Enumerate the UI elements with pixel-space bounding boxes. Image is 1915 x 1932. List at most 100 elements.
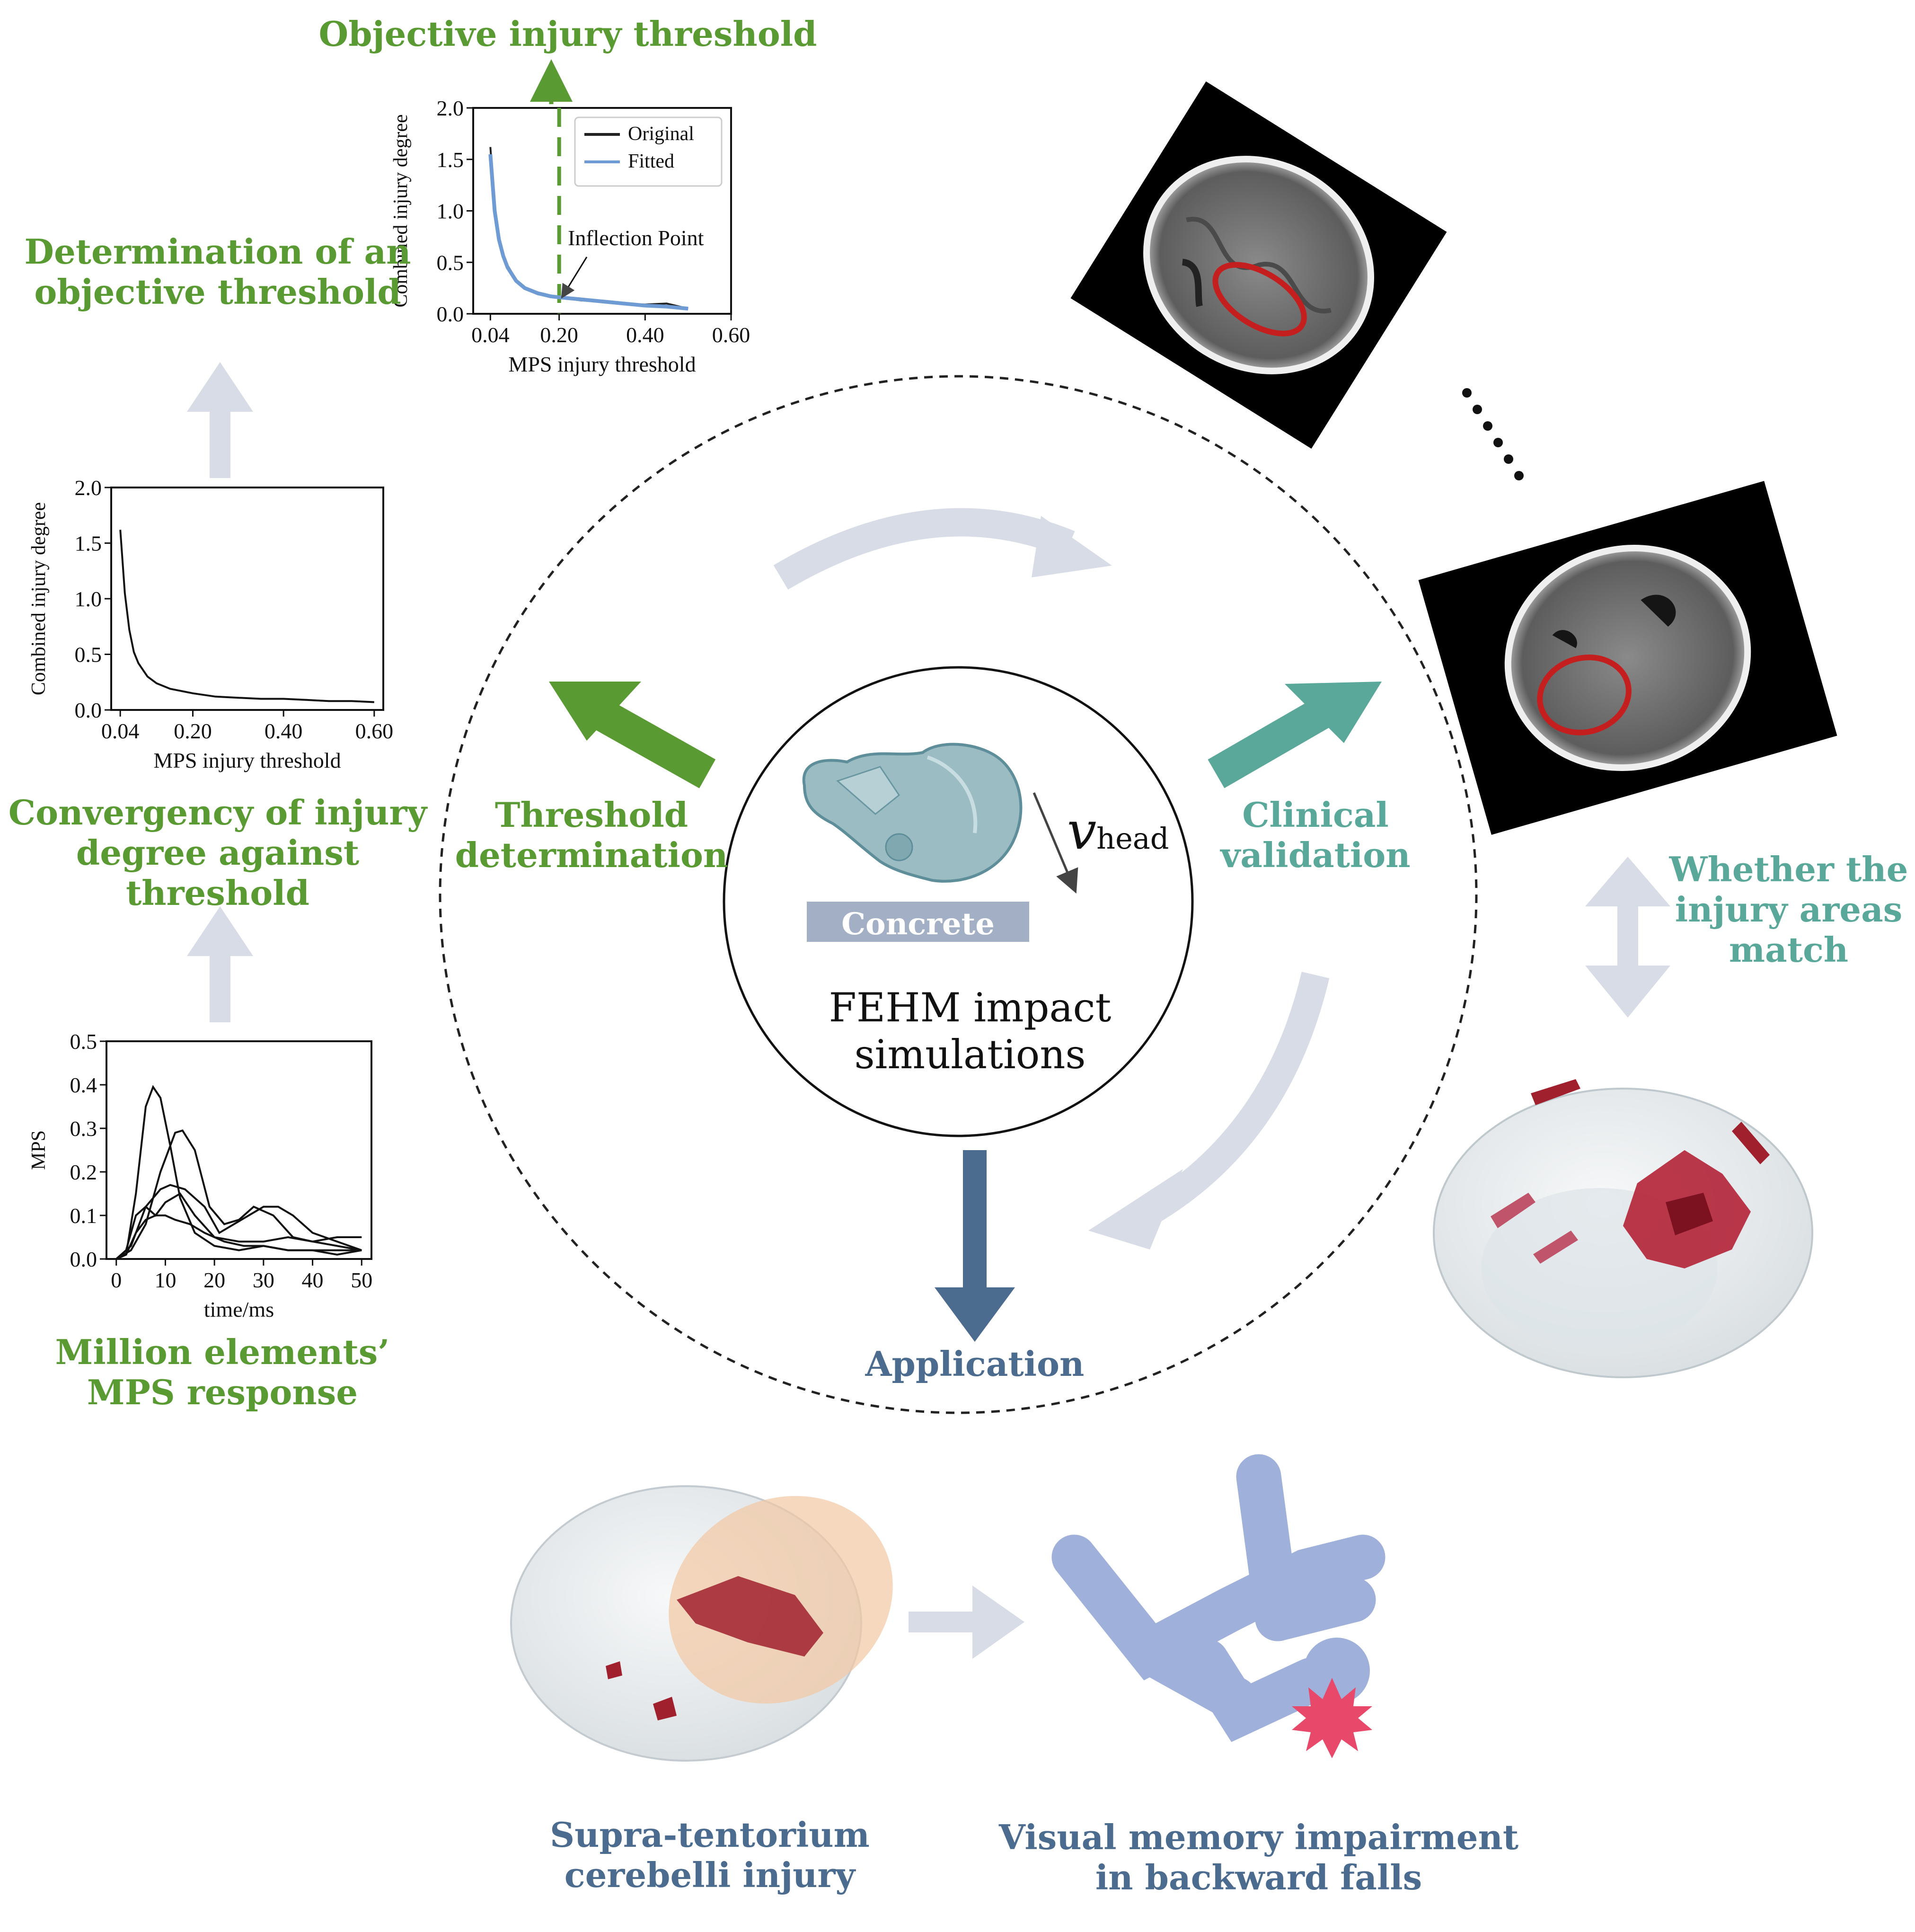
y-tick-label: 0.5	[70, 1029, 97, 1054]
y-tick-label: 0.5	[437, 250, 464, 275]
application-arrow	[935, 1150, 1015, 1342]
impact-star-icon	[1292, 1678, 1372, 1758]
y-tick-label: 0.0	[70, 1247, 97, 1271]
x-tick-label: 50	[351, 1268, 372, 1292]
inflection-point-annotation: Inflection Point	[568, 226, 704, 250]
clinical-line-2: validation	[1220, 834, 1411, 875]
x-tick-label: 10	[154, 1268, 176, 1292]
fehm-simulation-label: FEHM impact simulations	[800, 984, 1140, 1078]
x-tick-label: 0.20	[540, 323, 578, 347]
x-axis-label: MPS injury threshold	[508, 352, 696, 376]
up-arrow-lower	[187, 906, 253, 1022]
x-tick-label: 40	[302, 1268, 324, 1292]
x-tick-label: 0.60	[355, 719, 394, 743]
match-line-2: injury areas	[1675, 889, 1903, 930]
cycle-arrow-top	[773, 508, 1112, 590]
concrete-label: Concrete	[841, 906, 995, 942]
series-line-2	[115, 1184, 362, 1260]
convergency-line-2: degree against threshold	[76, 832, 360, 913]
supra-line-1: Supra-tentorium	[550, 1815, 870, 1855]
fehm-line-1: FEHM impact	[829, 984, 1112, 1031]
up-arrow-upper	[187, 362, 253, 478]
y-axis-label: Combined injury degree	[28, 502, 50, 695]
velocity-arrow	[1033, 792, 1078, 894]
y-tick-label: 0.0	[437, 302, 464, 326]
legend-entry: Original	[628, 123, 694, 145]
velocity-subscript: head	[1096, 821, 1169, 856]
brain-injury-model	[1433, 1079, 1813, 1378]
x-tick-label: 0.40	[626, 323, 664, 347]
concrete-block	[807, 902, 1029, 942]
velocity-label: vhead	[1067, 805, 1169, 857]
ct-scan-lower	[1418, 481, 1837, 835]
y-tick-label: 2.0	[437, 96, 464, 120]
match-line-3: match	[1729, 929, 1849, 970]
threshold-det-line-1: Threshold	[494, 795, 688, 835]
cycle-dashed-circle	[439, 375, 1478, 1414]
y-tick-label: 1.5	[437, 148, 464, 172]
y-tick-label: 1.5	[75, 532, 102, 556]
legend-entry: Fitted	[628, 151, 674, 172]
clinical-line-1: Clinical	[1242, 795, 1389, 835]
threshold-det-line-2: determination	[455, 834, 728, 875]
annotation-arrow	[561, 257, 588, 299]
series-line-4	[115, 1214, 362, 1260]
y-tick-label: 1.0	[437, 199, 464, 223]
y-tick-label: 1.0	[75, 587, 102, 611]
determination-line-2: objective threshold	[34, 271, 401, 312]
supra-line-2: cerebelli injury	[564, 1854, 856, 1895]
ct-scan-upper	[1070, 81, 1447, 449]
velocity-symbol: v	[1067, 800, 1097, 861]
ellipsis-dots	[1462, 388, 1524, 480]
x-tick-label: 30	[253, 1268, 274, 1292]
determination-label: Determination of an objective threshold	[9, 231, 426, 312]
x-tick-label: 0.60	[712, 323, 750, 347]
x-tick-label: 20	[203, 1268, 225, 1292]
x-tick-label: 0.04	[471, 323, 510, 347]
y-tick-label: 0.5	[75, 643, 102, 667]
supra-tentorium-brain-model	[510, 1485, 893, 1762]
injury-match-label: Whether the injury areas match	[1666, 849, 1912, 970]
determination-line-1: Determination of an	[24, 231, 411, 272]
series-line-1	[488, 154, 688, 311]
objective-threshold-label: Objective injury threshold	[318, 14, 817, 54]
y-tick-label: 0.1	[70, 1204, 97, 1228]
x-tick-label: 0.20	[174, 719, 212, 743]
x-tick-label: 0.04	[101, 719, 140, 743]
x-axis-label: MPS injury threshold	[153, 748, 341, 772]
y-tick-label: 0.0	[75, 698, 102, 722]
y-tick-label: 2.0	[75, 476, 102, 500]
visual-line-1: Visual memory impairment	[998, 1817, 1519, 1857]
y-tick-label: 0.4	[70, 1073, 97, 1097]
y-axis-label: MPS	[28, 1130, 50, 1170]
cycle-arrow-right	[1088, 972, 1330, 1250]
visual-memory-label: Visual memory impairment in backward fal…	[984, 1817, 1533, 1898]
clinical-arrow	[1208, 682, 1382, 789]
fehm-line-2: simulations	[854, 1031, 1086, 1078]
million-line-2: MPS response	[87, 1372, 358, 1412]
y-tick-label: 0.3	[70, 1117, 97, 1141]
y-axis-label: Combined injury degree	[390, 114, 412, 307]
lesion-marker-upper	[1212, 262, 1307, 337]
x-tick-label: 0.40	[265, 719, 303, 743]
match-double-arrow	[1585, 857, 1670, 1018]
convergency-line-1: Convergency of injury	[8, 792, 427, 833]
clinical-validation-label: Clinical validation	[1202, 795, 1429, 876]
threshold-arrow	[549, 682, 716, 789]
million-elements-label: Million elements’ MPS response	[24, 1332, 421, 1413]
plot-frame	[110, 487, 384, 711]
series-line-0	[119, 530, 374, 703]
visual-line-2: in backward falls	[1095, 1857, 1422, 1897]
y-tick-label: 0.2	[70, 1160, 97, 1184]
lesion-marker-lower	[1537, 654, 1632, 736]
series-line-3	[115, 1192, 362, 1260]
million-line-1: Million elements’	[55, 1332, 390, 1372]
application-label: Application	[865, 1344, 1085, 1384]
head-model-illustration	[802, 743, 1023, 883]
falling-person-icon	[1051, 1454, 1386, 1742]
x-axis-label: time/ms	[204, 1297, 274, 1321]
match-line-1: Whether the	[1669, 849, 1908, 889]
